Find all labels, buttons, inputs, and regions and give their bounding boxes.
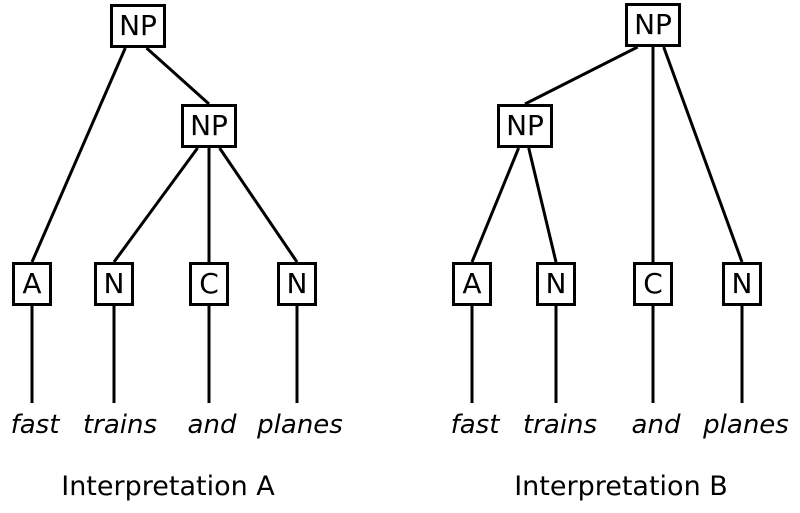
terminal-word-fast-b: fast	[450, 410, 500, 440]
tree-edge-a-np_sub-n2	[218, 147, 299, 263]
terminal-word-trains-b: trains	[522, 410, 598, 440]
node-c-a: C	[189, 262, 229, 306]
node-a-b: A	[452, 262, 492, 306]
tree-edge-a-np_root-a	[30, 47, 127, 263]
tree-edge-b-np_sub-n1	[527, 147, 558, 263]
tree-edge-b-np_sub-a	[470, 147, 521, 263]
node-np-root-b: NP	[625, 3, 681, 47]
node-np-sub-a: NP	[181, 104, 237, 148]
terminal-word-trains-a: trains	[82, 410, 158, 440]
caption-interpretation-a: Interpretation A	[61, 471, 275, 502]
caption-interpretation-b: Interpretation B	[514, 471, 728, 502]
node-a-a: A	[12, 262, 52, 306]
node-n1-b: N	[536, 262, 576, 306]
tree-edge-b-np_root-n2	[662, 46, 744, 263]
tree-edge-b-np_root-np_sub	[524, 45, 639, 106]
node-n2-b: N	[722, 262, 762, 306]
node-n2-a: N	[277, 262, 317, 306]
terminal-word-planes-a: planes	[257, 410, 343, 440]
terminal-word-and-a: and	[187, 410, 237, 440]
node-np-root-a: NP	[110, 4, 166, 48]
node-n1-a: N	[94, 262, 134, 306]
node-c-b: C	[633, 262, 673, 306]
node-np-sub-b: NP	[497, 104, 553, 148]
tree-edge-a-np_root-np_sub	[145, 46, 211, 106]
tree-edge-a-np_sub-n1	[112, 147, 199, 263]
terminal-word-fast-a: fast	[10, 410, 60, 440]
terminal-word-planes-b: planes	[703, 410, 789, 440]
terminal-word-and-b: and	[631, 410, 681, 440]
